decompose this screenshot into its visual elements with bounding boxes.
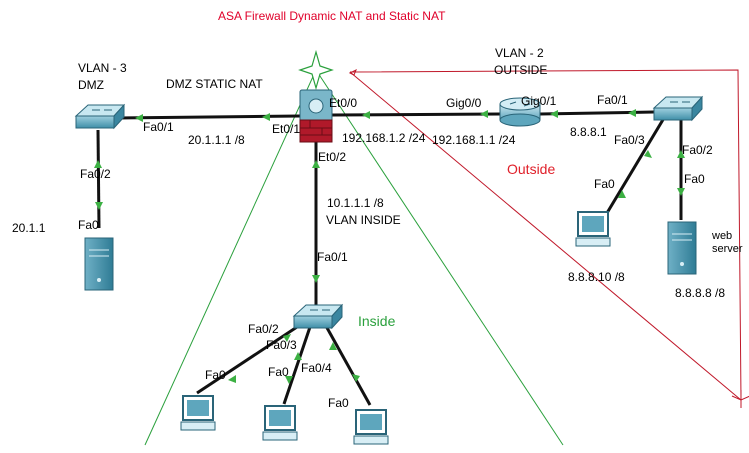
address-label: 8.8.8.1 <box>570 125 607 139</box>
diagram-title: ASA Firewall Dynamic NAT and Static NAT <box>218 9 446 23</box>
router-icon[interactable] <box>499 97 541 127</box>
inside-pc1-icon[interactable] <box>180 395 216 431</box>
inside-pc2-icon[interactable] <box>262 405 298 441</box>
inside-zone-boundary <box>144 69 564 446</box>
asa-firewall-icon[interactable] <box>299 89 333 143</box>
dmz-switch-icon[interactable] <box>74 103 126 130</box>
link-asa-router <box>331 112 501 117</box>
link-dmz-switch-server <box>96 129 101 229</box>
port-label: Et0/0 <box>329 96 358 110</box>
dmz-server-icon[interactable] <box>84 237 114 291</box>
port-label: Gig0/0 <box>446 96 482 110</box>
port-label: Fa0/1 <box>597 93 628 107</box>
port-label: Fa0/3 <box>266 338 297 352</box>
outside-switch-icon[interactable] <box>652 95 704 122</box>
port-label: Fa0/2 <box>682 143 713 157</box>
outside-zone-star-icon <box>348 68 749 408</box>
port-label: Fa0 <box>594 177 615 191</box>
link-inside-switch-pc2 <box>282 326 312 405</box>
port-label: Gig0/1 <box>521 94 557 108</box>
link-inside-switch-pc3 <box>324 325 372 406</box>
inside-pc3-icon[interactable] <box>353 409 389 445</box>
port-label: Fa0 <box>328 396 349 410</box>
port-label: Fa0 <box>205 368 226 382</box>
outside-vlan-label: VLAN - 2 <box>495 46 544 60</box>
inside-switch-icon[interactable] <box>292 303 344 330</box>
port-label: Fa0 <box>78 218 99 232</box>
outside-zone-boundary <box>348 68 749 408</box>
web-server-label: web server <box>712 230 743 255</box>
address-label: 192.168.1.1 /24 <box>432 133 516 147</box>
port-label: Fa0/4 <box>301 361 332 375</box>
port-label: Et0/2 <box>318 150 347 164</box>
address-label: 10.1.1.1 /8 <box>327 196 384 210</box>
address-label: 8.8.8.10 /8 <box>568 270 625 284</box>
dmz-vlan-label: VLAN - 3 <box>78 61 127 75</box>
inside-zone-star-icon <box>298 49 334 91</box>
port-label: Fa0/3 <box>614 133 645 147</box>
outside-name-label: OUTSIDE <box>494 63 548 77</box>
outside-pc-icon[interactable] <box>575 211 611 247</box>
dmz-static-nat-label: DMZ STATIC NAT <box>166 77 263 91</box>
port-label: Fa0 <box>684 172 705 186</box>
link-end-markers <box>94 109 685 384</box>
link-inside-switch-pc1 <box>196 323 301 395</box>
inside-vlan-label: VLAN INSIDE <box>326 213 401 227</box>
port-label: Fa0/1 <box>143 120 174 134</box>
address-label: 8.8.8.8 /8 <box>675 286 726 300</box>
dmz-zone-label: DMZ <box>78 78 104 92</box>
port-label: Fa0/2 <box>80 167 111 181</box>
link-outside-switch-pc <box>602 117 666 219</box>
port-label: Fa0/2 <box>248 322 279 336</box>
port-label: Et0/1 <box>272 122 301 136</box>
port-label: Fa0/1 <box>317 250 348 264</box>
address-label: 20.1.1 <box>12 221 46 235</box>
address-label: 192.168.1.2 /24 <box>342 131 426 145</box>
address-label: 20.1.1.1 /8 <box>188 133 245 147</box>
port-label: Fa0 <box>268 365 289 379</box>
link-dmz-switch-asa <box>119 114 301 120</box>
outside-zone-label: Outside <box>507 161 556 177</box>
inside-zone-label: Inside <box>358 313 396 329</box>
web-server-icon[interactable] <box>667 221 697 275</box>
